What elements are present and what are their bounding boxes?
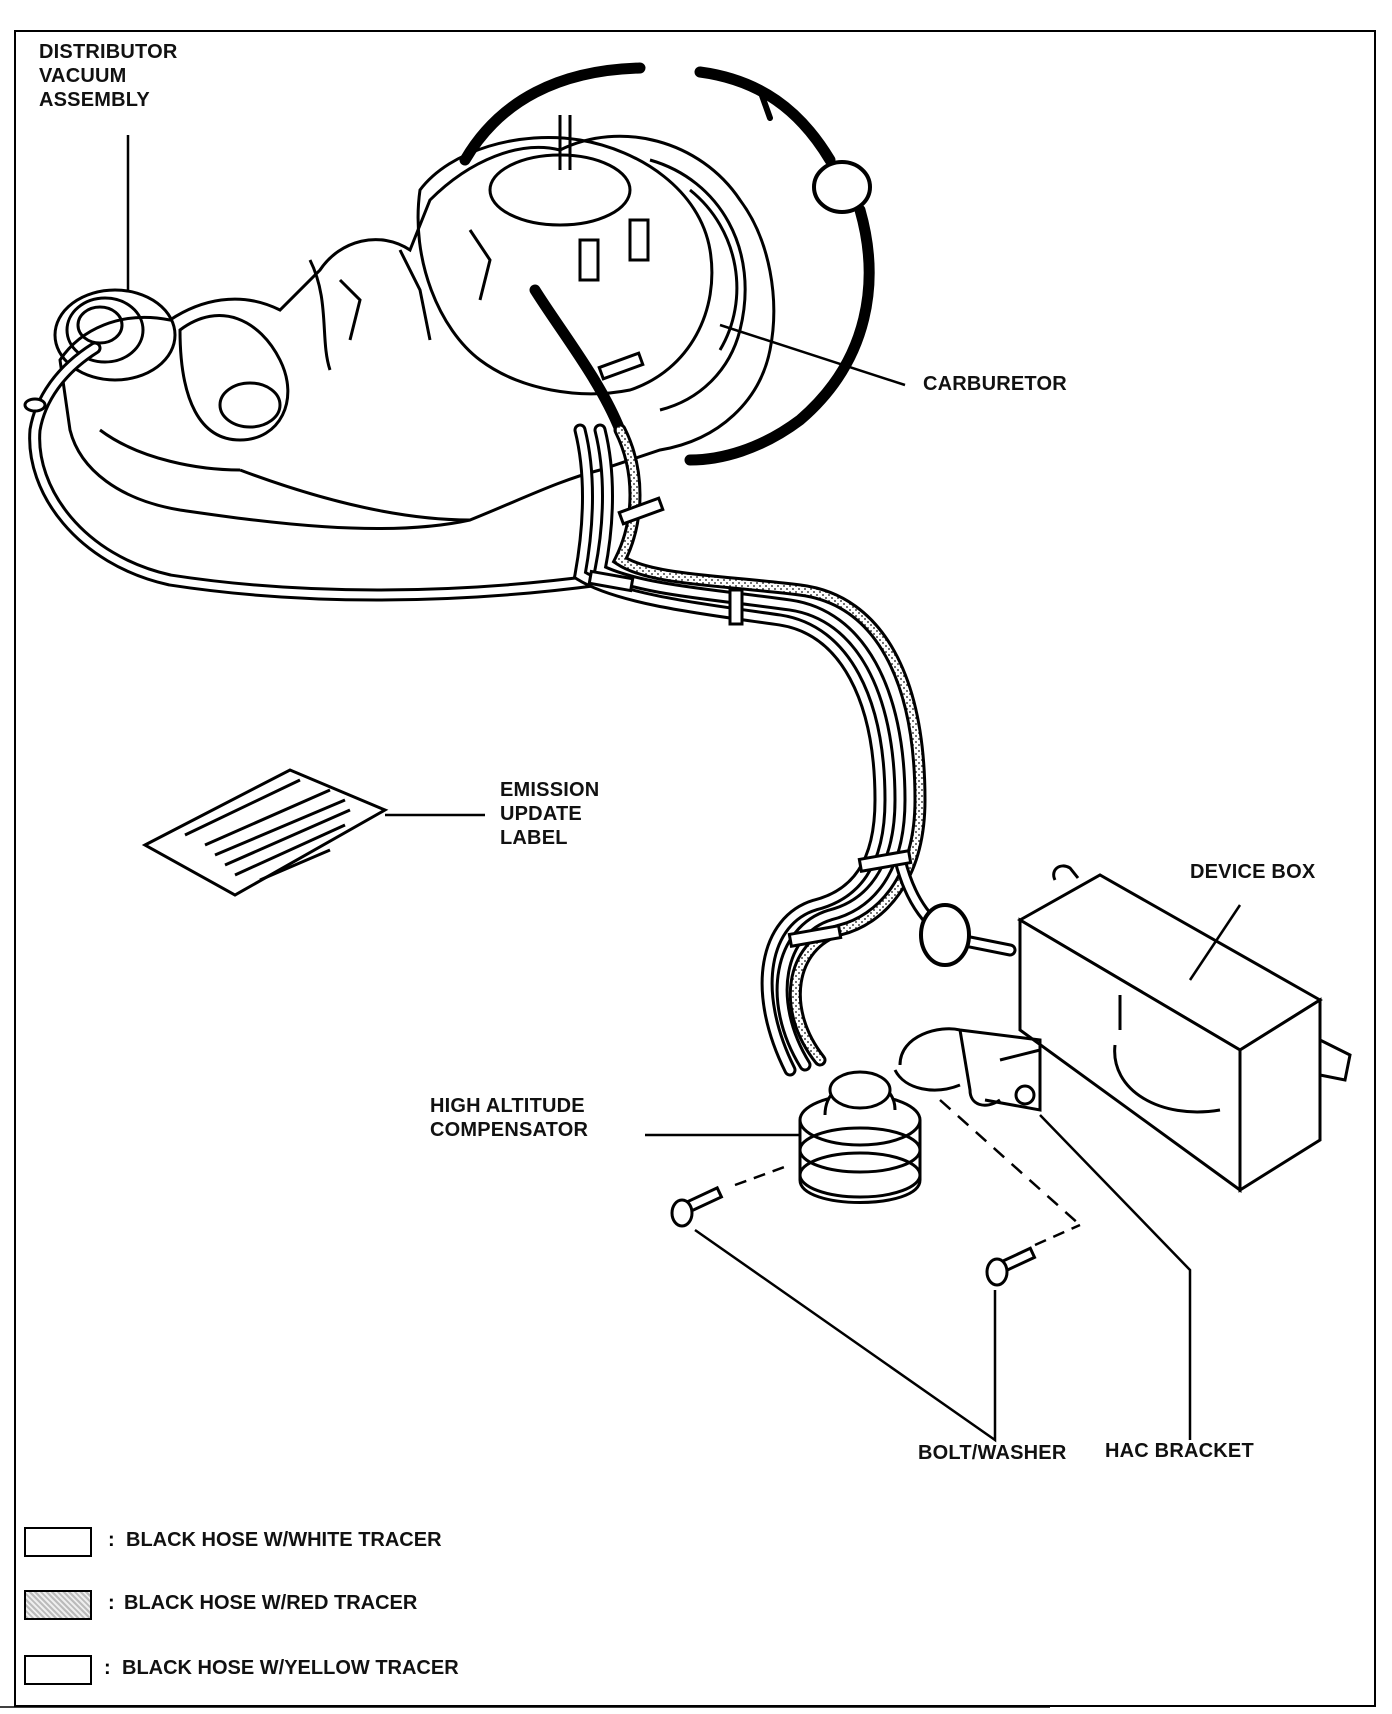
legend-swatch-white <box>24 1527 92 1557</box>
label-bolt-washer: BOLT/WASHER <box>918 1442 1067 1464</box>
bolt-washer-right <box>985 1246 1037 1287</box>
label-carburetor: CARBURETOR <box>923 373 1067 395</box>
legend-colon: : <box>108 1592 115 1614</box>
hose-clamps <box>23 351 913 948</box>
label-distributor-vacuum-assembly: DISTRIBUTOR VACUUM ASSEMBLY <box>39 41 178 111</box>
device-box-drawing <box>1016 864 1352 1193</box>
legend-label: BLACK HOSE W/YELLOW TRACER <box>122 1657 459 1679</box>
upper-black-hoses <box>459 62 875 466</box>
high-altitude-compensator-drawing <box>798 1070 922 1204</box>
legend-swatch-yellow <box>24 1655 92 1685</box>
hac-bracket-drawing <box>893 1027 1042 1112</box>
label-hac-bracket: HAC BRACKET <box>1105 1440 1254 1462</box>
carburetor-body <box>416 136 714 396</box>
bolt-washer-left <box>670 1185 724 1228</box>
emission-update-label-plate <box>141 768 389 897</box>
legend-colon: : <box>108 1529 115 1551</box>
label-high-altitude-compensator: HIGH ALTITUDE COMPENSATOR <box>430 1095 589 1141</box>
label-device-box: DEVICE BOX <box>1190 861 1316 883</box>
manifold-runner <box>178 314 290 442</box>
engine-assembly <box>58 115 776 531</box>
leader-lines <box>126 135 1242 1443</box>
legend-label: BLACK HOSE W/WHITE TRACER <box>126 1529 442 1551</box>
manifold-port <box>218 381 282 429</box>
figure-frame <box>14 30 1376 1707</box>
legend-swatch-red <box>24 1590 92 1620</box>
hose-connector <box>812 160 872 214</box>
distributor-vacuum-assembly <box>53 288 177 382</box>
legend-colon: : <box>104 1657 111 1679</box>
carburetor-ring-inner <box>689 188 739 351</box>
legend-label: BLACK HOSE W/RED TRACER <box>124 1592 418 1614</box>
label-emission-update-label: EMISSION UPDATE LABEL <box>500 779 600 849</box>
intake-manifold-outline <box>58 134 776 531</box>
carburetor-ring <box>649 158 747 412</box>
filter-connector <box>919 903 971 967</box>
